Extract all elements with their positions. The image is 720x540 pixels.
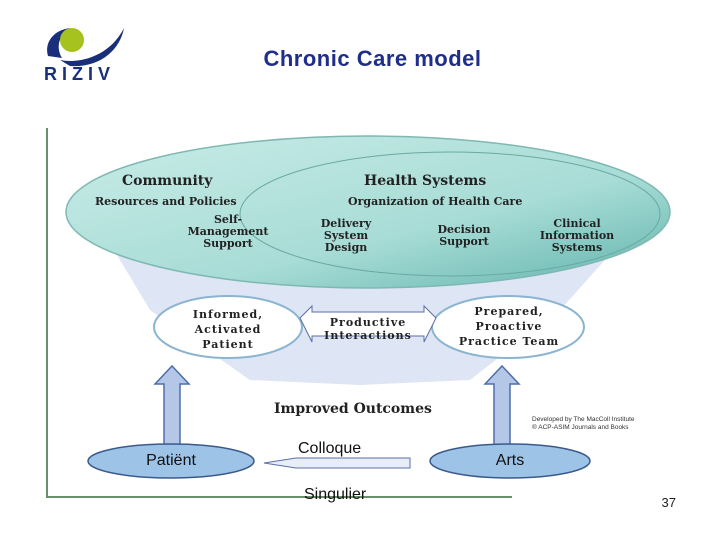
colloque-arrow	[263, 457, 411, 469]
delivery-system-label: Delivery System Design	[320, 217, 372, 254]
frame-left-line	[46, 128, 48, 498]
health-systems-inner-oval	[239, 151, 661, 277]
patient-oval	[87, 443, 255, 479]
singulier-label: Singulier	[304, 486, 367, 503]
patient-ellipse-label: Informed, Activated Patient	[192, 308, 264, 351]
doctor-oval	[429, 443, 591, 479]
logo	[40, 20, 130, 90]
community-subheading: Resources and Policies	[95, 195, 237, 208]
colloque-label: Colloque	[298, 440, 362, 457]
patient-label: Patiënt	[146, 452, 196, 469]
interactions-label: Productive Interactions	[324, 316, 412, 342]
interactions-arrow	[299, 304, 437, 343]
outcomes-label: Improved Outcomes	[274, 401, 432, 417]
team-ellipse-label: Prepared, Proactive Practice Team	[458, 305, 560, 348]
page-number: 37	[661, 495, 676, 510]
self-management-label: Self- Management Support	[187, 213, 269, 250]
credit-text: Developed by The MacColl Institute ® ACP…	[532, 416, 635, 431]
community-health-oval	[65, 135, 671, 289]
community-heading: Community	[122, 173, 213, 189]
logo-text: RIZIV	[44, 64, 116, 84]
health-systems-heading: Health Systems	[364, 173, 487, 189]
decision-support-label: Decision Support	[437, 223, 491, 248]
up-arrow-left	[153, 364, 191, 451]
frame-bottom-line	[46, 496, 512, 498]
page-title: Chronic Care model	[263, 46, 482, 71]
doctor-label: Arts	[495, 452, 525, 469]
health-systems-subheading: Organization of Health Care	[348, 195, 523, 208]
riziv-logo-icon	[47, 28, 124, 67]
up-arrow-right	[483, 364, 521, 451]
patient-ellipse	[153, 295, 303, 359]
clinical-info-label: Clinical Information Systems	[539, 217, 615, 254]
